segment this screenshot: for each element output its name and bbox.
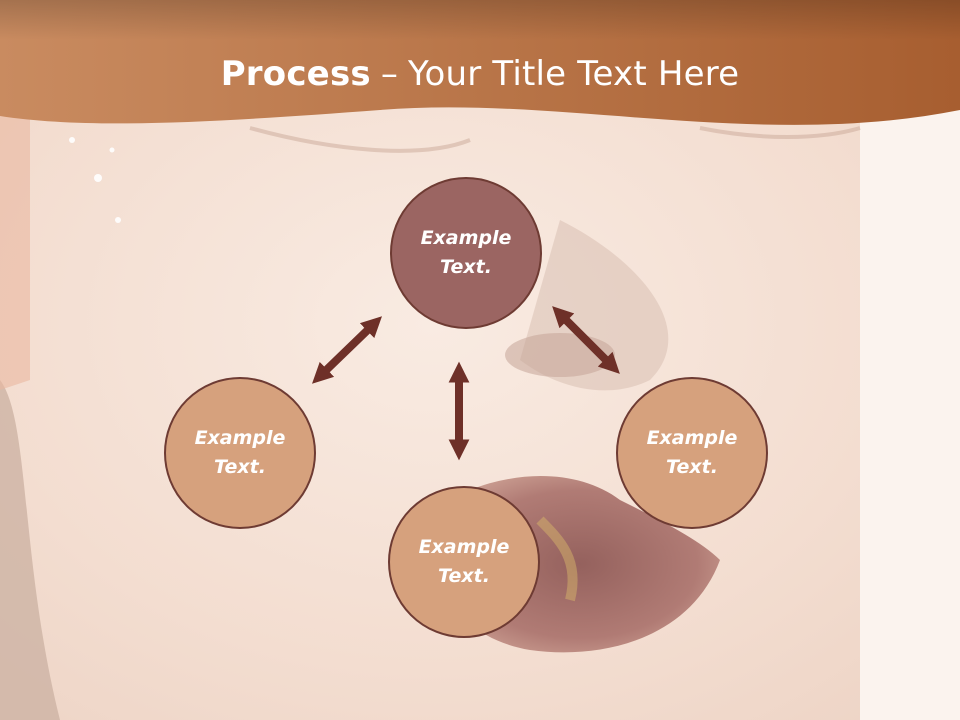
node-right-label: Example Text. [646, 427, 738, 478]
node-bottom: Example Text. [388, 486, 540, 638]
node-top-label: Example Text. [420, 227, 512, 278]
title-bold-part: Process [220, 54, 371, 94]
title-separator: – [380, 54, 399, 94]
node-left-label: Example Text. [194, 427, 286, 478]
node-right: Example Text. [616, 377, 768, 529]
arrow-top-left [312, 316, 382, 384]
arrow-top-right [552, 306, 620, 374]
slide-title: Process–Your Title Text Here [0, 52, 960, 96]
node-bottom-label: Example Text. [418, 536, 510, 587]
node-left: Example Text. [164, 377, 316, 529]
node-top: Example Text. [390, 177, 542, 329]
title-text-part: Your Title Text Here [408, 54, 740, 94]
